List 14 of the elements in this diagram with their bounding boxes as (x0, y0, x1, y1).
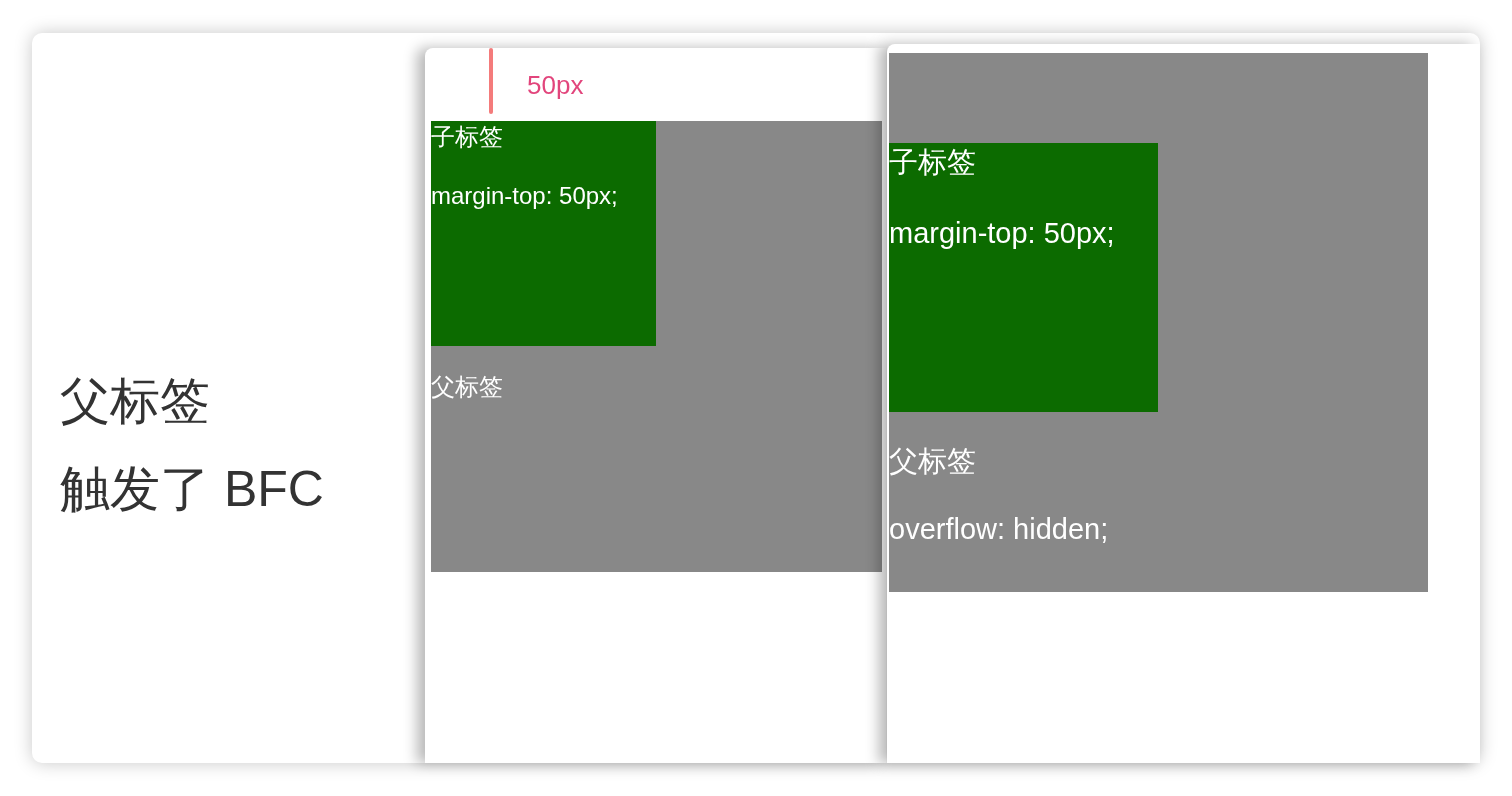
box-title: 父标签 (431, 375, 503, 399)
inner-box (431, 121, 656, 346)
css-declaration: overflow: hidden; (889, 515, 1109, 544)
inner-box (889, 143, 1158, 412)
caption-text: 父标签 (60, 376, 210, 426)
outer-box (889, 53, 1428, 592)
box-title: 子标签 (431, 125, 503, 149)
box-title: 父标签 (889, 447, 976, 476)
caption-text: 触发了 BFC (60, 464, 324, 514)
css-declaration: margin-top: 50px; (889, 219, 1115, 248)
box-title: 子标签 (889, 148, 976, 177)
outer-box (431, 121, 882, 572)
dimension-label: 50px (527, 72, 584, 98)
css-declaration: margin-top: 50px; (431, 184, 618, 208)
